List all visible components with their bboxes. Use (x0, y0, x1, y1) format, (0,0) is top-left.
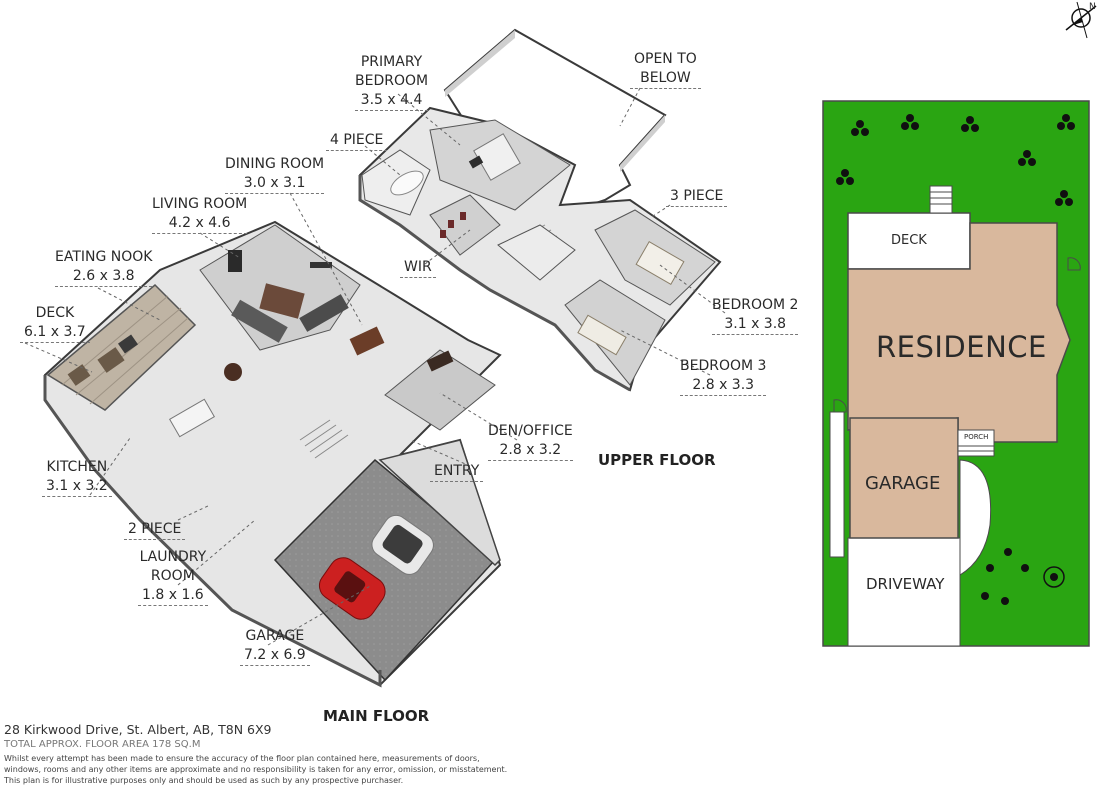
upper-floor-title: UPPER FLOOR (598, 451, 716, 469)
kitchen-island (168, 398, 216, 438)
porch (957, 429, 995, 457)
entry-name: ENTRY (430, 462, 484, 482)
label-open-to-below: OPEN TO BELOW (630, 50, 701, 89)
garage-wall (378, 439, 501, 567)
driveway-label: DRIVEWAY (866, 575, 945, 593)
label-kitchen: KITCHEN 3.1 x 3.2 (42, 458, 112, 497)
upper-floor-plan (358, 28, 722, 392)
label-living-room: LIVING ROOM 4.2 x 4.6 (152, 195, 248, 234)
deck-dims: 6.1 x 3.7 (20, 323, 90, 343)
label-den-office: DEN/OFFICE 2.8 x 3.2 (488, 422, 573, 461)
label-bedroom-2: BEDROOM 2 3.1 x 3.8 (712, 296, 799, 335)
residence-label: RESIDENCE (876, 330, 1047, 364)
dining-room-name: DINING ROOM (225, 156, 325, 172)
label-three-piece: 3 PIECE (666, 187, 728, 207)
sofa-2 (299, 294, 349, 332)
disclaimer-line-1: Whilst every attempt has been made to en… (4, 754, 480, 763)
main-stairs (299, 419, 349, 459)
wir-name: WIR (400, 258, 436, 278)
red-car (318, 557, 386, 620)
garage-name: GARAGE (245, 628, 305, 644)
deck-name: DECK (35, 305, 75, 321)
kitchen-name: KITCHEN (46, 459, 108, 475)
kitchen-dims: 3.1 x 3.2 (42, 477, 112, 497)
two-piece-name: 2 PIECE (124, 520, 186, 540)
nook-table (224, 363, 242, 381)
den-office-dims: 2.8 x 3.2 (488, 441, 573, 461)
dining-room-dims: 3.0 x 3.1 (225, 174, 325, 194)
three-piece-name: 3 PIECE (666, 187, 728, 207)
label-wir: WIR (400, 258, 436, 278)
compass-icon (1065, 1, 1097, 39)
three-piece-bath (497, 224, 576, 281)
main-floor-plan (43, 220, 502, 688)
four-piece-name: 4 PIECE (326, 131, 388, 151)
laundry-room-name: LAUNDRY ROOM (139, 549, 207, 584)
eating-nook-name: EATING NOOK (55, 249, 153, 265)
den-office-name: DEN/OFFICE (488, 423, 573, 439)
primary-bedroom-name: PRIMARY BEDROOM (355, 54, 429, 89)
label-eating-nook: EATING NOOK 2.6 x 3.8 (55, 248, 153, 287)
white-car (371, 514, 434, 575)
disclaimer-line-3: This plan is for illustrative purposes o… (4, 776, 404, 785)
wir-floor (429, 194, 501, 256)
label-deck: DECK 6.1 x 3.7 (20, 304, 90, 343)
rug (259, 283, 305, 319)
living-room-name: LIVING ROOM (152, 196, 248, 212)
bedroom-3-dims: 2.8 x 3.3 (680, 376, 767, 396)
eating-nook-dims: 2.6 x 3.8 (55, 267, 153, 287)
living-room-dims: 4.2 x 4.6 (152, 214, 248, 234)
den-office-floor (384, 349, 496, 431)
open-to-below-name: OPEN TO BELOW (630, 50, 701, 89)
compass-north-label: N (1089, 2, 1096, 12)
site-deck-label: DECK (891, 233, 927, 248)
bedroom-2-name: BEDROOM 2 (712, 297, 799, 313)
garage-site-label: GARAGE (865, 473, 941, 494)
garage-dims: 7.2 x 6.9 (240, 646, 310, 666)
dining-table (349, 326, 385, 356)
sofa (231, 299, 288, 343)
label-two-piece: 2 PIECE (124, 520, 186, 540)
disclaimer-line-2: windows, rooms and any other items are a… (4, 765, 508, 774)
trees (836, 114, 1075, 605)
bedroom-2-dims: 3.1 x 3.8 (712, 315, 799, 335)
primary-bed (473, 133, 521, 181)
primary-bedroom-dims: 3.5 x 4.4 (355, 91, 429, 111)
fountain-icon (1043, 566, 1065, 588)
label-garage: GARAGE 7.2 x 6.9 (240, 627, 310, 666)
label-entry: ENTRY (430, 462, 484, 482)
label-dining-room: DINING ROOM 3.0 x 3.1 (225, 155, 325, 194)
porch-label: PORCH (964, 433, 989, 441)
label-four-piece: 4 PIECE (326, 131, 388, 151)
floor-area: TOTAL APPROX. FLOOR AREA 178 SQ.M (4, 739, 201, 750)
garage-footprint (849, 417, 959, 539)
site-plan (822, 100, 1090, 647)
address: 28 Kirkwood Drive, St. Albert, AB, T8N 6… (4, 722, 272, 737)
label-bedroom-3: BEDROOM 3 2.8 x 3.3 (680, 357, 767, 396)
bedroom-3-name: BEDROOM 3 (680, 358, 767, 374)
laundry-room-dims: 1.8 x 1.6 (138, 586, 208, 606)
main-floor-title: MAIN FLOOR (323, 707, 430, 725)
leader-lines (24, 87, 726, 646)
